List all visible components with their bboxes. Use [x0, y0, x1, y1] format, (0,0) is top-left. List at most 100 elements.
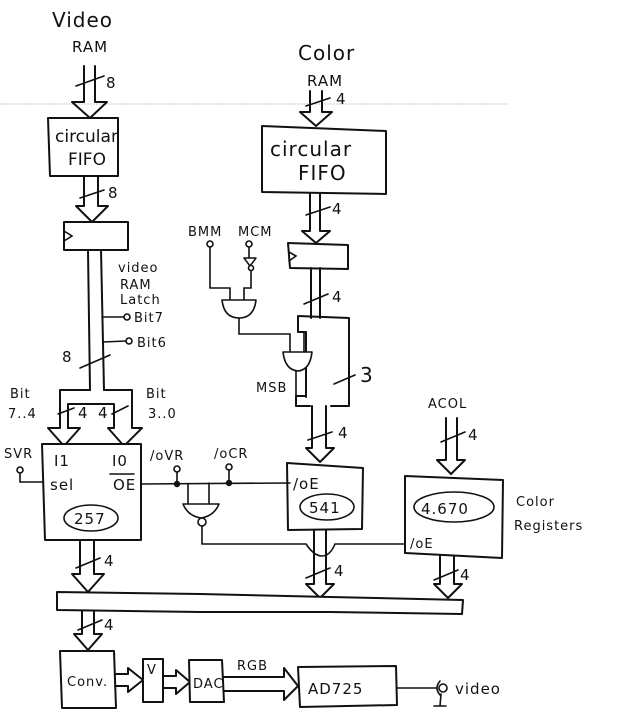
mcm-label: MCM [238, 225, 273, 240]
video-output-label: video [455, 680, 501, 698]
video-ram-latch-block: video RAM Latch [63, 221, 161, 308]
latch-label-line1: video [118, 261, 159, 276]
bus-width-label: 4 [332, 200, 343, 218]
color-registers-block: 4.670 /oE Color Registers [404, 475, 583, 559]
mux-input0-label: I0 [112, 452, 128, 470]
mux-oe-label: OE [113, 476, 136, 494]
bus-width-label: 8 [106, 74, 117, 92]
bus-video-fifo-to-latch: 8 [75, 175, 119, 223]
color-registers-label-line2: Registers [514, 519, 583, 534]
video-ram-label-line2: RAM [72, 38, 108, 56]
bits-lo-label-line1: Bit [146, 387, 167, 402]
bus-257-out: 4 [71, 539, 115, 593]
ocr-label: /oCR [214, 447, 248, 462]
video-fifo-block: circular FIFO [47, 117, 119, 177]
inverter-gate-icon [243, 257, 257, 267]
nand-gate-icon [182, 503, 220, 519]
color-fifo-label-line1: circular [270, 137, 352, 161]
video-fifo-label-line1: circular [55, 127, 118, 147]
bus-latch-output: 8 Bit7 Bit6 [62, 249, 167, 391]
bus-541-out: 4 [305, 529, 345, 599]
shared-color-bus [56, 591, 464, 615]
bits-lo-label-line2: 3..0 [148, 407, 177, 422]
bus-width-label-hi: 4 [78, 404, 89, 422]
bits-hi-label-line1: Bit [10, 387, 31, 402]
video-output-jack [438, 683, 448, 693]
bus-670-out: 4 [433, 555, 471, 599]
bmm-label: BMM [188, 225, 222, 240]
video-fifo-label-line2: FIFO [68, 150, 106, 170]
msb-and-gate-icon [282, 351, 313, 372]
color-ram-label-line2: RAM [307, 72, 343, 90]
color-ram-label-line1: Color [298, 41, 355, 65]
bus-to-conv: 4 [73, 610, 115, 651]
bmm-input-pin [206, 240, 214, 248]
color-fifo-block: circular FIFO [261, 125, 387, 195]
bus-v-to-dac [163, 669, 191, 695]
video-ram-source: Video RAM [52, 8, 113, 56]
bus-width-label: 4 [338, 424, 349, 442]
mux-part-number: 257 [74, 510, 106, 528]
bus-width-label: 4 [104, 552, 115, 570]
color-registers-label-line1: Color [516, 495, 555, 510]
color-ram-source: Color RAM [298, 41, 355, 90]
color-latch-block [287, 242, 349, 270]
v-latch-label: V [147, 663, 157, 678]
output-enable-logic: /oVR /oCR [140, 447, 407, 557]
mux-input1-label: I1 [54, 452, 70, 470]
ocr-input-pin [225, 463, 233, 471]
bus-color-ram-to-fifo: 4 [299, 90, 347, 127]
clock-input-icon [288, 251, 298, 262]
bus-width-label: 8 [62, 348, 73, 366]
svr-input: SVR [4, 447, 43, 483]
color-registers-part-number: 4.670 [421, 500, 469, 518]
buffer-oe-label: /oE [293, 475, 320, 493]
bus-color-fifo-to-latch: 4 [301, 192, 343, 244]
conv-label: Conv. [67, 675, 108, 690]
dac-label: DAC [193, 677, 224, 692]
msb-split-bracket: 3 MSB [256, 315, 374, 407]
bus-video-ram-to-fifo: 8 [71, 65, 117, 119]
bus-width-label: 4 [460, 566, 471, 584]
mux-select-label: sel [50, 476, 74, 494]
latch-label-line2: RAM [120, 278, 152, 293]
msb-bus-width-label: 3 [360, 363, 374, 387]
svr-label: SVR [4, 447, 33, 462]
coax-connector-icon [436, 680, 441, 696]
acol-input: ACOL 4 [428, 397, 479, 475]
bits-hi-label-line2: 7..4 [8, 407, 37, 422]
bit7-label: Bit7 [134, 311, 164, 326]
bus-width-label: 4 [334, 562, 345, 580]
bus-dac-to-ad725: RGB [223, 659, 299, 701]
ad725-block: AD725 [297, 665, 398, 708]
bus-width-label-lo: 4 [98, 404, 109, 422]
ad725-label: AD725 [308, 680, 363, 698]
dac-block: DAC [188, 659, 225, 703]
mux-257-block: I1 I0 sel OE 257 [41, 443, 142, 541]
ovr-label: /oVR [150, 449, 184, 464]
acol-label: ACOL [428, 397, 467, 412]
bus-width-label: 8 [108, 184, 119, 202]
bus-width-label: 4 [332, 288, 343, 306]
bus-width-label: 4 [336, 90, 347, 108]
color-registers-oe-label: /oE [410, 537, 434, 552]
rgb-label: RGB [237, 659, 268, 674]
conv-block: Conv. [59, 650, 117, 709]
bus-conv-to-v [114, 667, 144, 693]
mcm-input-pin [245, 240, 253, 248]
clock-input-icon [63, 230, 74, 242]
and-gate-icon [221, 299, 257, 319]
video-ram-label-line1: Video [52, 8, 113, 32]
mode-logic: BMM MCM [188, 225, 313, 397]
video-output: video [396, 680, 501, 707]
bus-width-label: 4 [104, 616, 115, 634]
bit6-label: Bit6 [137, 336, 167, 351]
buffer-541-block: /oE 541 [286, 462, 364, 531]
buffer-part-number: 541 [309, 499, 341, 517]
bit6-output-pin [125, 337, 133, 345]
bus-to-541: 4 [305, 405, 349, 463]
bus-width-label: 4 [468, 426, 479, 444]
latch-label-line3: Latch [120, 293, 161, 308]
bit7-output-pin [123, 313, 131, 321]
